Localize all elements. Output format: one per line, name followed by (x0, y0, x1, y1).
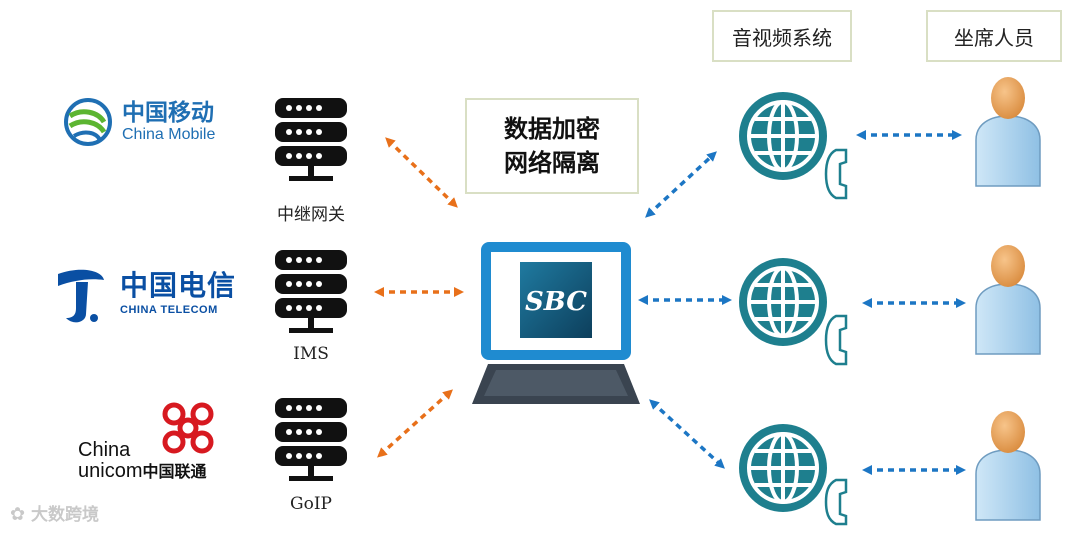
person-icon (975, 245, 1041, 355)
person-icon (975, 411, 1041, 521)
china-mobile-en: China Mobile (122, 126, 216, 143)
china-telecom-logo-icon (58, 269, 104, 323)
person-icon (975, 77, 1041, 187)
china-unicom-logo: China unicom中国联通 (78, 440, 207, 483)
china-unicom-en1: China (78, 439, 131, 461)
server-label-goip: GoIP (290, 494, 332, 514)
china-unicom-cn: 中国联通 (142, 462, 207, 481)
server-label-trunk-gateway: 中继网关 (277, 205, 345, 225)
watermark: ✿ 大数跨境 (10, 500, 99, 525)
china-unicom-logo-icon (162, 402, 214, 454)
globe-icon (739, 258, 827, 346)
china-mobile-cn: 中国移动 (122, 100, 214, 126)
encryption-isolation-box: 数据加密 网络隔离 (465, 98, 639, 194)
globe-icon (739, 92, 827, 180)
center-line-2: 网络隔离 (504, 148, 600, 177)
china-mobile-logo-icon (64, 98, 112, 146)
server-icon (275, 398, 347, 481)
server-label-ims: IMS (293, 344, 329, 364)
china-mobile-logo: 中国移动 China Mobile (122, 100, 215, 144)
center-line-1: 数据加密 (504, 114, 600, 143)
china-telecom-logo: 中国电信 CHINA TELECOM (120, 270, 236, 318)
server-icon (275, 98, 347, 181)
watermark-icon: ✿ (10, 504, 26, 525)
china-unicom-row: unicom中国联通 (78, 460, 207, 483)
phone-icon (824, 148, 848, 200)
globe-icon (739, 424, 827, 512)
watermark-text: 大数跨境 (31, 505, 100, 525)
laptop-icon (472, 242, 640, 404)
china-telecom-cn: 中国电信 (120, 269, 237, 302)
blue-arrows (638, 130, 966, 475)
sbc-screen-text: SBC (525, 287, 587, 317)
agents-header: 坐席人员 (926, 10, 1062, 62)
china-telecom-en: CHINA TELECOM (120, 304, 218, 316)
phone-icon (824, 314, 848, 366)
orange-arrows (374, 137, 464, 458)
china-unicom-en2: unicom (78, 460, 143, 482)
server-icon (275, 250, 347, 333)
av-system-header: 音视频系统 (712, 10, 852, 62)
phone-icon (824, 478, 848, 526)
